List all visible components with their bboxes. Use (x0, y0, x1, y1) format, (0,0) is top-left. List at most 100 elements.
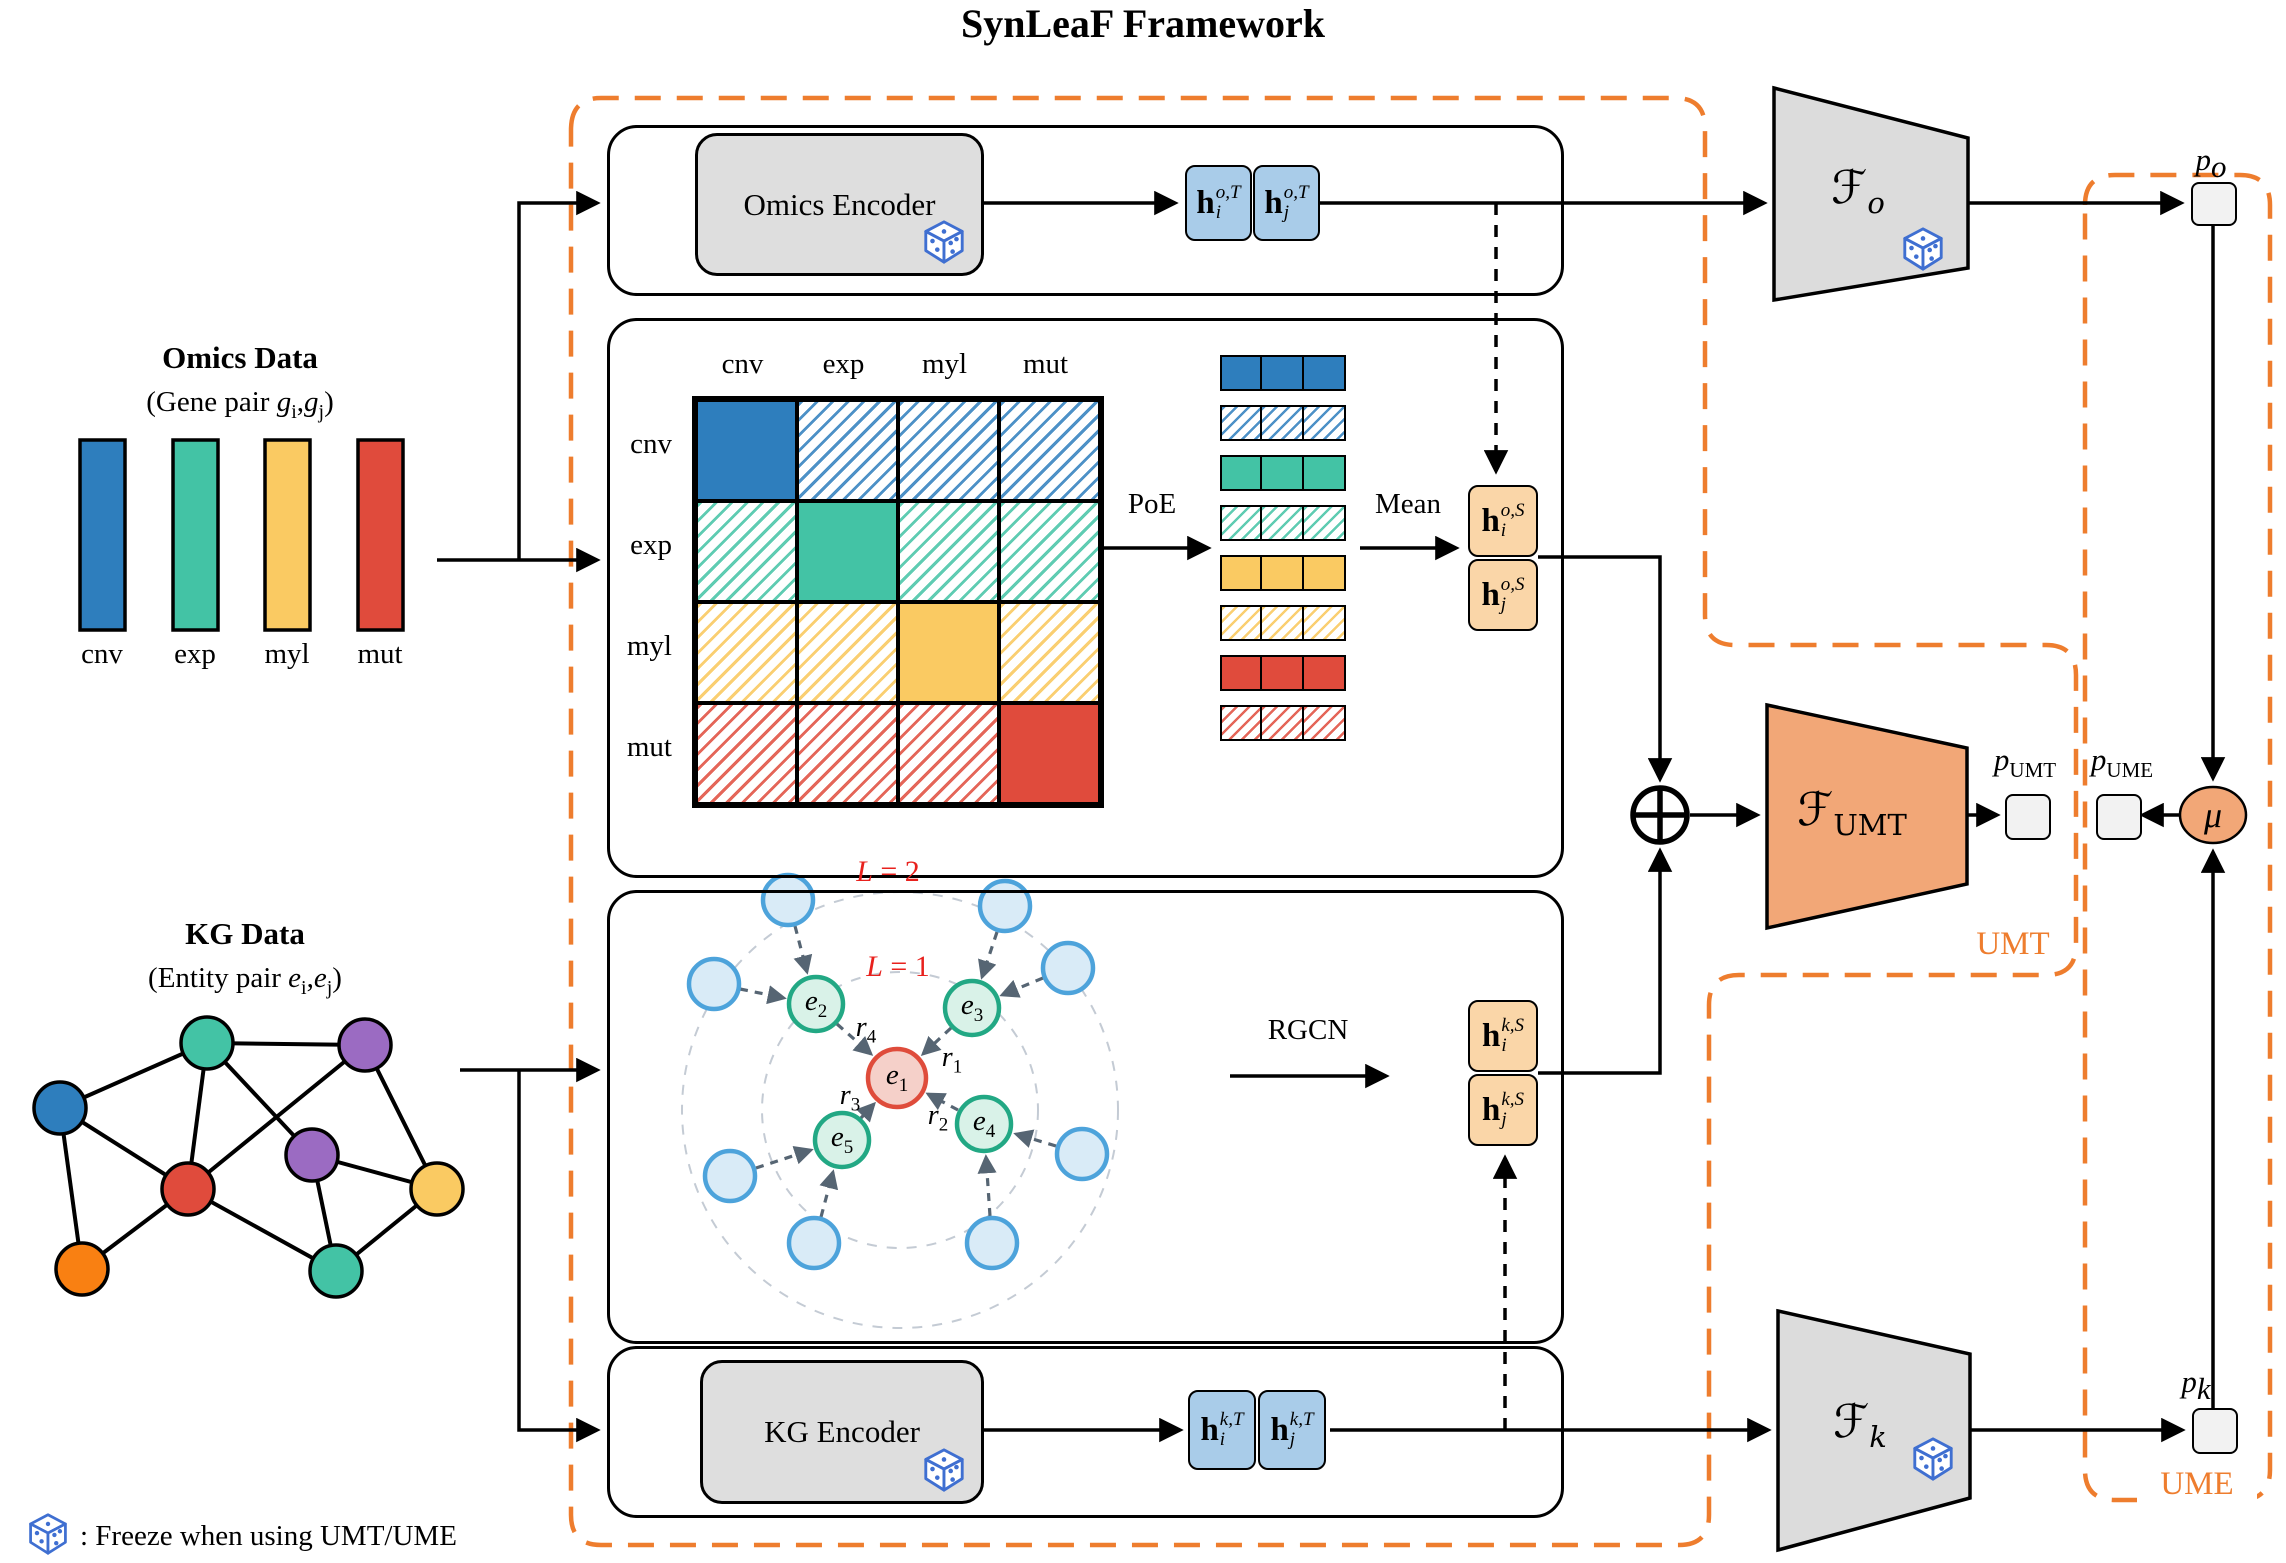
kg-encoder: KG Encoder (700, 1360, 984, 1504)
kg-encoder-label: KG Encoder (764, 1414, 920, 1449)
matrix-cell (898, 501, 999, 602)
poe-row-mut-hatch (1220, 705, 1346, 741)
kg-node (179, 1015, 235, 1071)
mu-node-shape (2178, 785, 2248, 845)
dice-freeze-icon (924, 1448, 964, 1492)
matrix-row-label: exp (630, 529, 672, 561)
poe-row-exp-hatch (1220, 505, 1346, 541)
neighborhood-nodes (686, 872, 1110, 1271)
kg-encoder-box (607, 1346, 1564, 1518)
poe-row-cnv-hatch (1220, 405, 1346, 441)
relation-r3-label: r3 (839, 1080, 861, 1116)
gene-i-subscript: i (291, 400, 297, 423)
fk-head-label: ℱk (1833, 1394, 1887, 1455)
fumt-head-shape (1765, 702, 1969, 931)
relation-r1-label: r1 (941, 1042, 963, 1078)
entity-e2-label: e2 (804, 985, 828, 1022)
omics-data-subtitle: (Gene pair gi,gj) (40, 386, 440, 424)
fk-head-shape (1776, 1308, 1972, 1553)
omics-bar-mut (356, 438, 405, 632)
poe-row-cnv-solid (1220, 355, 1346, 391)
entity-i-symbol: e (288, 962, 302, 994)
matrix-row-label: mut (626, 731, 672, 763)
matrix-cell (898, 703, 999, 804)
kg-to-encoder-wire (517, 1070, 601, 1443)
matrix-cell (696, 703, 797, 804)
kg-node (284, 1127, 340, 1183)
pumt-label: pUMT (1993, 742, 2057, 783)
omics-encoder: Omics Encoder (695, 133, 984, 276)
kg-data-subtitle: (Entity pair ei,ej) (45, 962, 445, 1000)
kg-node (54, 1241, 110, 1297)
modality-matrix (692, 396, 1104, 808)
entity-j-symbol: e (313, 962, 327, 994)
matrix-cell (999, 602, 1100, 703)
dice-freeze-icon (1903, 227, 1943, 271)
poe-row-mut-solid (1220, 655, 1346, 691)
matrix-col-label: mut (1022, 348, 1069, 380)
entity-i-subscript: i (301, 976, 307, 999)
bar-label-cnv: cnv (81, 638, 123, 670)
matrix-row-label: cnv (630, 428, 672, 460)
kg-node (32, 1080, 88, 1136)
freeze-legend-text: : Freeze when using UMT/UME (80, 1520, 457, 1552)
matrix-col-label: exp (822, 348, 865, 380)
subtitle-text: (Gene pair (146, 386, 277, 418)
relation-r2-label: r2 (927, 1100, 949, 1136)
matrix-cell (999, 501, 1100, 602)
matrix-col-label: myl (921, 348, 968, 380)
kg-node (409, 1161, 465, 1217)
entity-e4-label: e4 (972, 1105, 996, 1142)
omics-fusion-box (607, 318, 1564, 878)
gene-j-subscript: j (318, 400, 325, 423)
subtitle-separator: , (296, 386, 304, 418)
pumt-output-box (2005, 794, 2051, 840)
dice-freeze-icon (29, 1513, 67, 1555)
po-output-box (2191, 182, 2237, 226)
poe-row-myl-hatch (1220, 605, 1346, 641)
matrix-cell (999, 703, 1100, 804)
neighborhood-arrows (739, 925, 1057, 1218)
kg-node (308, 1243, 364, 1299)
fo-head-label: ℱo (1831, 160, 1885, 221)
gene-i-symbol: g (276, 386, 292, 418)
h-oS-to-xor-wire (1538, 555, 1673, 783)
kg-node (160, 1161, 216, 1217)
omics-bar-myl (263, 438, 312, 632)
omics-bar-exp (171, 438, 220, 632)
matrix-cell (999, 400, 1100, 501)
kg-graph-nodes (32, 1015, 465, 1299)
umt-region-label: UMT (1976, 926, 2050, 962)
matrix-cell (696, 400, 797, 501)
matrix-cell (797, 703, 898, 804)
kg-data-heading: KG Data (185, 916, 305, 951)
gene-j-symbol: g (304, 386, 319, 418)
po-label: po (2195, 142, 2227, 185)
poe-label: PoE (1127, 488, 1177, 520)
subtitle-separator: , (306, 962, 314, 994)
ume-region-outline (2082, 172, 2273, 1503)
mean-label: Mean (1374, 488, 1442, 520)
omics-encoder-label: Omics Encoder (743, 186, 936, 222)
pume-label: pUME (2090, 742, 2154, 783)
entity-e5-label: e5 (830, 1121, 854, 1158)
page-title: SynLeaF Framework (960, 1, 1326, 46)
poe-row-exp-solid (1220, 455, 1346, 491)
dice-freeze-icon (924, 220, 964, 264)
entity-j-subscript: j (326, 976, 333, 999)
matrix-cell (696, 501, 797, 602)
pk-output-box (2192, 1408, 2238, 1454)
ring-l2-label: L = 2 (856, 855, 920, 888)
bar-label-mut: mut (357, 638, 403, 670)
umt-region-outline (568, 95, 2079, 1548)
kg-node (337, 1017, 393, 1073)
dice-freeze-icon (1913, 1437, 1953, 1481)
matrix-col-label: cnv (721, 348, 764, 380)
